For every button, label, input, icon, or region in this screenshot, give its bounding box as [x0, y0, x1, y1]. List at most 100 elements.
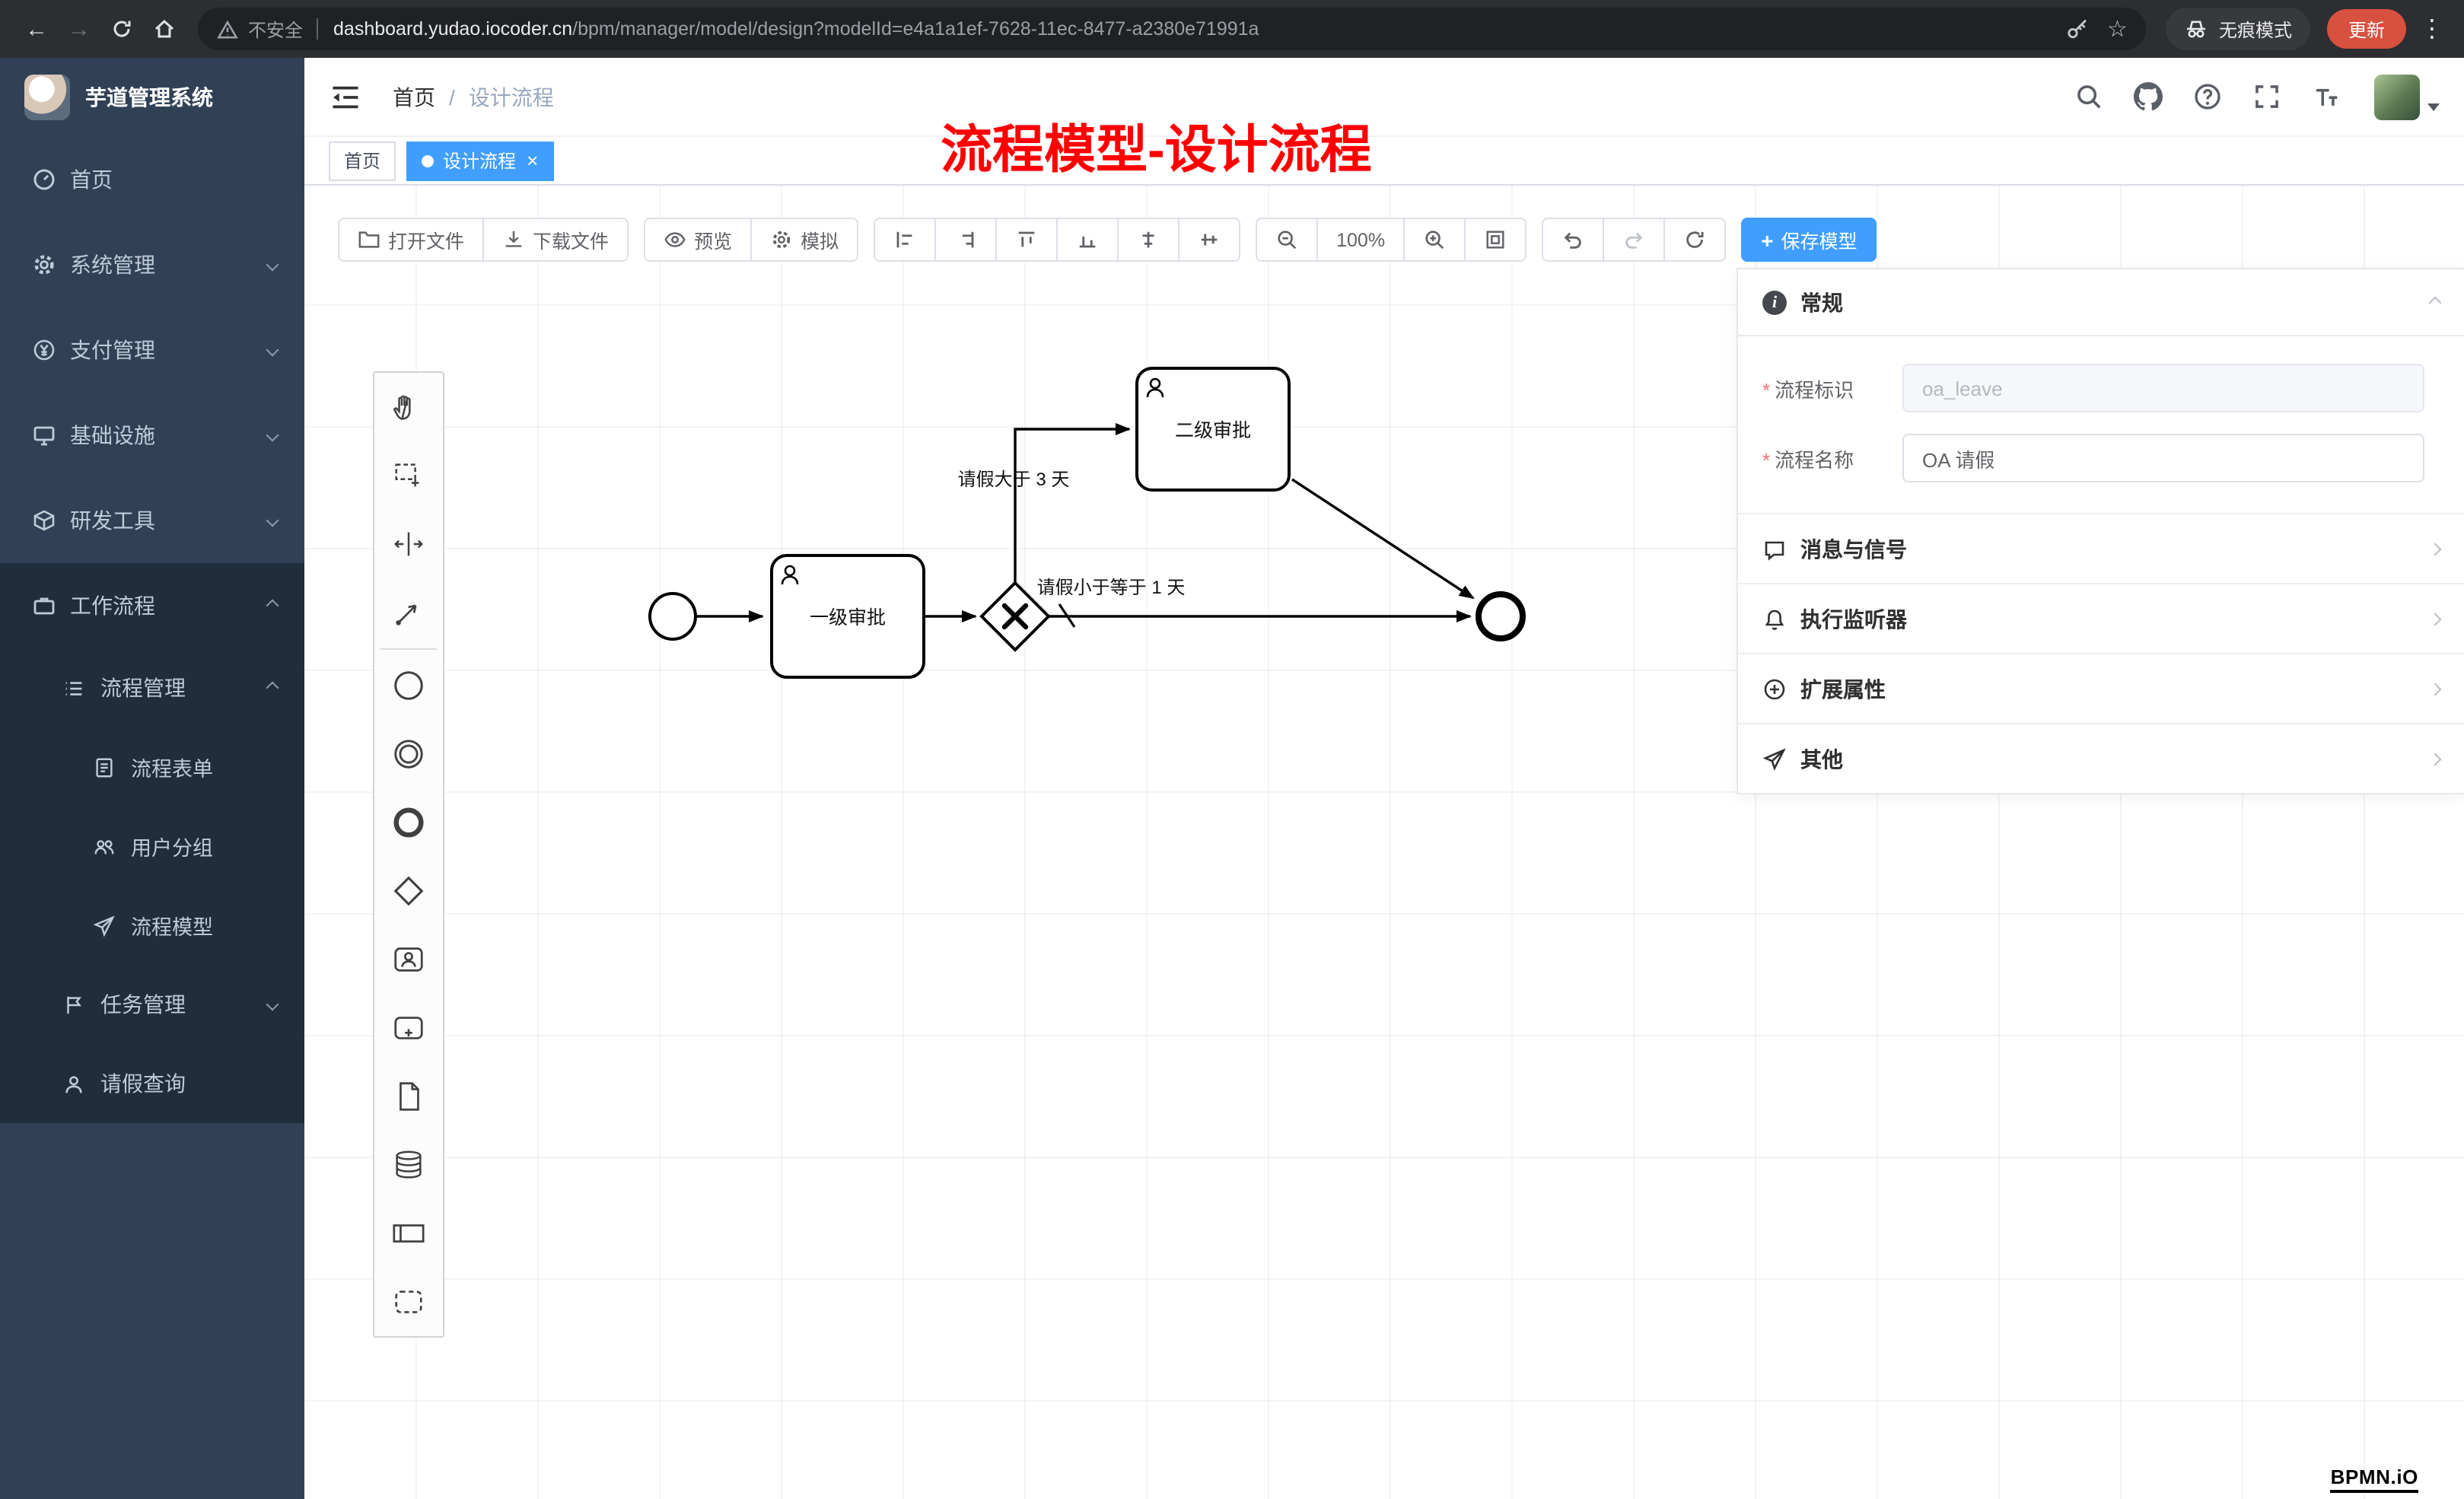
panel-section-listeners[interactable]: 执行监听器 [1738, 583, 2464, 653]
simulate-button[interactable]: 模拟 [750, 218, 859, 262]
browser-update-button[interactable]: 更新 [2326, 9, 2406, 49]
font-size-icon[interactable] [2312, 82, 2341, 111]
start-event[interactable] [648, 592, 697, 641]
create-data-store[interactable] [374, 1131, 443, 1199]
zoom-in-button[interactable] [1403, 218, 1466, 262]
security-label[interactable]: 不安全 [248, 19, 304, 40]
end-event[interactable] [1476, 591, 1526, 641]
sidebar-item-leave-query[interactable]: 请假查询 [0, 1044, 304, 1123]
create-user-task[interactable] [374, 925, 443, 994]
chevron-down-icon [266, 258, 279, 272]
forward-icon[interactable]: → [68, 16, 91, 42]
user-menu[interactable] [2374, 74, 2440, 119]
browser-menu-icon[interactable]: ⋮ [2420, 17, 2444, 43]
sidebar-item-system[interactable]: 系统管理 [0, 222, 304, 307]
default-flow-marker [1058, 603, 1076, 628]
user-task-level1[interactable]: 一级审批 [770, 554, 925, 679]
back-icon[interactable]: ← [25, 16, 48, 42]
lasso-tool[interactable] [374, 441, 443, 510]
save-model-button[interactable]: + 保存模型 [1741, 218, 1877, 262]
app-header: 首页 / 设计流程 [304, 58, 2464, 137]
bookmark-star-icon[interactable]: ☆ [2107, 16, 2128, 42]
undo-button[interactable] [1542, 218, 1605, 262]
tags-view-bar: 首页 设计流程 × [304, 137, 2464, 186]
create-data-object[interactable] [374, 1062, 443, 1131]
sidebar-item-devtools[interactable]: 研发工具 [0, 478, 304, 563]
bpmn-diagram[interactable]: 一级审批 二级审批 请假大于 3 天 请假小 [304, 186, 2464, 1499]
sidebar-item-infrastructure[interactable]: 基础设施 [0, 393, 304, 478]
create-end-event[interactable] [374, 788, 443, 857]
zoom-out-button[interactable] [1256, 218, 1319, 262]
sidebar-menu: 首页 系统管理 支付管理 基础设施 [0, 137, 304, 1123]
fullscreen-icon[interactable] [2252, 82, 2281, 111]
tab-home[interactable]: 首页 [329, 141, 396, 180]
chevron-down-icon [266, 428, 279, 442]
global-connect-tool[interactable] [374, 578, 443, 647]
breadcrumb-home[interactable]: 首页 [393, 84, 435, 109]
chevron-down-icon [266, 514, 279, 527]
create-group[interactable] [374, 1268, 443, 1336]
sidebar-item-payment[interactable]: 支付管理 [0, 307, 304, 393]
tab-design-process[interactable]: 设计流程 × [406, 141, 554, 180]
hand-tool[interactable] [374, 373, 443, 441]
incognito-badge[interactable]: 无痕模式 [2165, 8, 2310, 50]
flow-label-lte1: 请假小于等于 1 天 [1037, 578, 1186, 598]
reload-icon[interactable] [100, 8, 143, 50]
align-left-button[interactable] [874, 218, 937, 262]
key-icon[interactable] [2064, 17, 2089, 41]
create-start-event[interactable] [374, 651, 443, 720]
sidebar-item-workflow[interactable]: 工作流程 [0, 563, 304, 648]
restart-button[interactable] [1663, 218, 1727, 262]
home-icon[interactable] [143, 8, 186, 50]
chevron-down-icon [266, 343, 279, 357]
bpmn-canvas[interactable]: 一级审批 二级审批 请假大于 3 天 请假小 [304, 186, 2464, 1499]
preview-button[interactable]: 预览 [644, 218, 753, 262]
bpmn-io-logo[interactable]: BPMN.iO [2330, 1466, 2418, 1493]
help-icon[interactable] [2193, 82, 2222, 111]
task-manage-icon [61, 991, 87, 1017]
create-subprocess[interactable] [374, 994, 443, 1062]
open-file-button[interactable]: 打开文件 [338, 218, 485, 262]
dashboard-icon [30, 167, 56, 193]
bpmn-palette [373, 371, 444, 1338]
align-bottom-button[interactable] [1056, 218, 1119, 262]
sidebar-item-task-management[interactable]: 任务管理 [0, 965, 304, 1044]
sidebar-item-process-management[interactable]: 流程管理 [0, 648, 304, 727]
zoom-reset-button[interactable] [1464, 218, 1527, 262]
redo-button[interactable] [1603, 218, 1666, 262]
create-intermediate-event[interactable] [374, 720, 443, 788]
panel-section-extensions[interactable]: 扩展属性 [1738, 653, 2464, 723]
address-bar[interactable]: 不安全 dashboard.yudao.iocoder.cn/bpm/manag… [198, 8, 2146, 50]
process-name-input[interactable] [1902, 434, 2424, 482]
create-participant[interactable] [374, 1199, 443, 1268]
sidebar-item-user-group[interactable]: 用户分组 [0, 807, 304, 886]
collapse-sidebar-icon[interactable] [329, 80, 362, 113]
avatar[interactable] [2374, 74, 2420, 119]
palette-separator [380, 648, 437, 650]
devtools-icon [30, 508, 56, 533]
exclusive-gateway[interactable] [979, 581, 1051, 652]
align-center-button[interactable] [1117, 218, 1180, 262]
warning-icon [216, 18, 239, 40]
panel-section-other[interactable]: 其他 [1738, 723, 2464, 793]
space-tool[interactable] [374, 510, 443, 578]
create-exclusive-gateway[interactable] [374, 857, 443, 925]
search-icon[interactable] [2074, 82, 2103, 111]
workflow-icon [30, 593, 56, 619]
sidebar-item-process-form[interactable]: 流程表单 [0, 727, 304, 807]
chevron-down-icon [266, 998, 279, 1011]
download-file-button[interactable]: 下载文件 [482, 218, 629, 262]
zoom-level-button[interactable]: 100% [1316, 218, 1405, 262]
panel-section-messages[interactable]: 消息与信号 [1738, 513, 2464, 583]
sidebar-item-home[interactable]: 首页 [0, 137, 304, 222]
close-tab-icon[interactable]: × [527, 149, 539, 172]
align-middle-button[interactable] [1178, 218, 1241, 262]
panel-section-general[interactable]: i 常规 [1738, 269, 2464, 336]
github-icon[interactable] [2134, 82, 2163, 111]
user-task-level2[interactable]: 二级审批 [1135, 367, 1291, 492]
sidebar-item-process-model[interactable]: 流程模型 [0, 886, 304, 965]
align-right-button[interactable] [934, 218, 998, 262]
process-name-row: *流程名称 [1762, 434, 2424, 482]
align-top-button[interactable] [995, 218, 1059, 262]
process-key-input[interactable] [1902, 364, 2424, 412]
